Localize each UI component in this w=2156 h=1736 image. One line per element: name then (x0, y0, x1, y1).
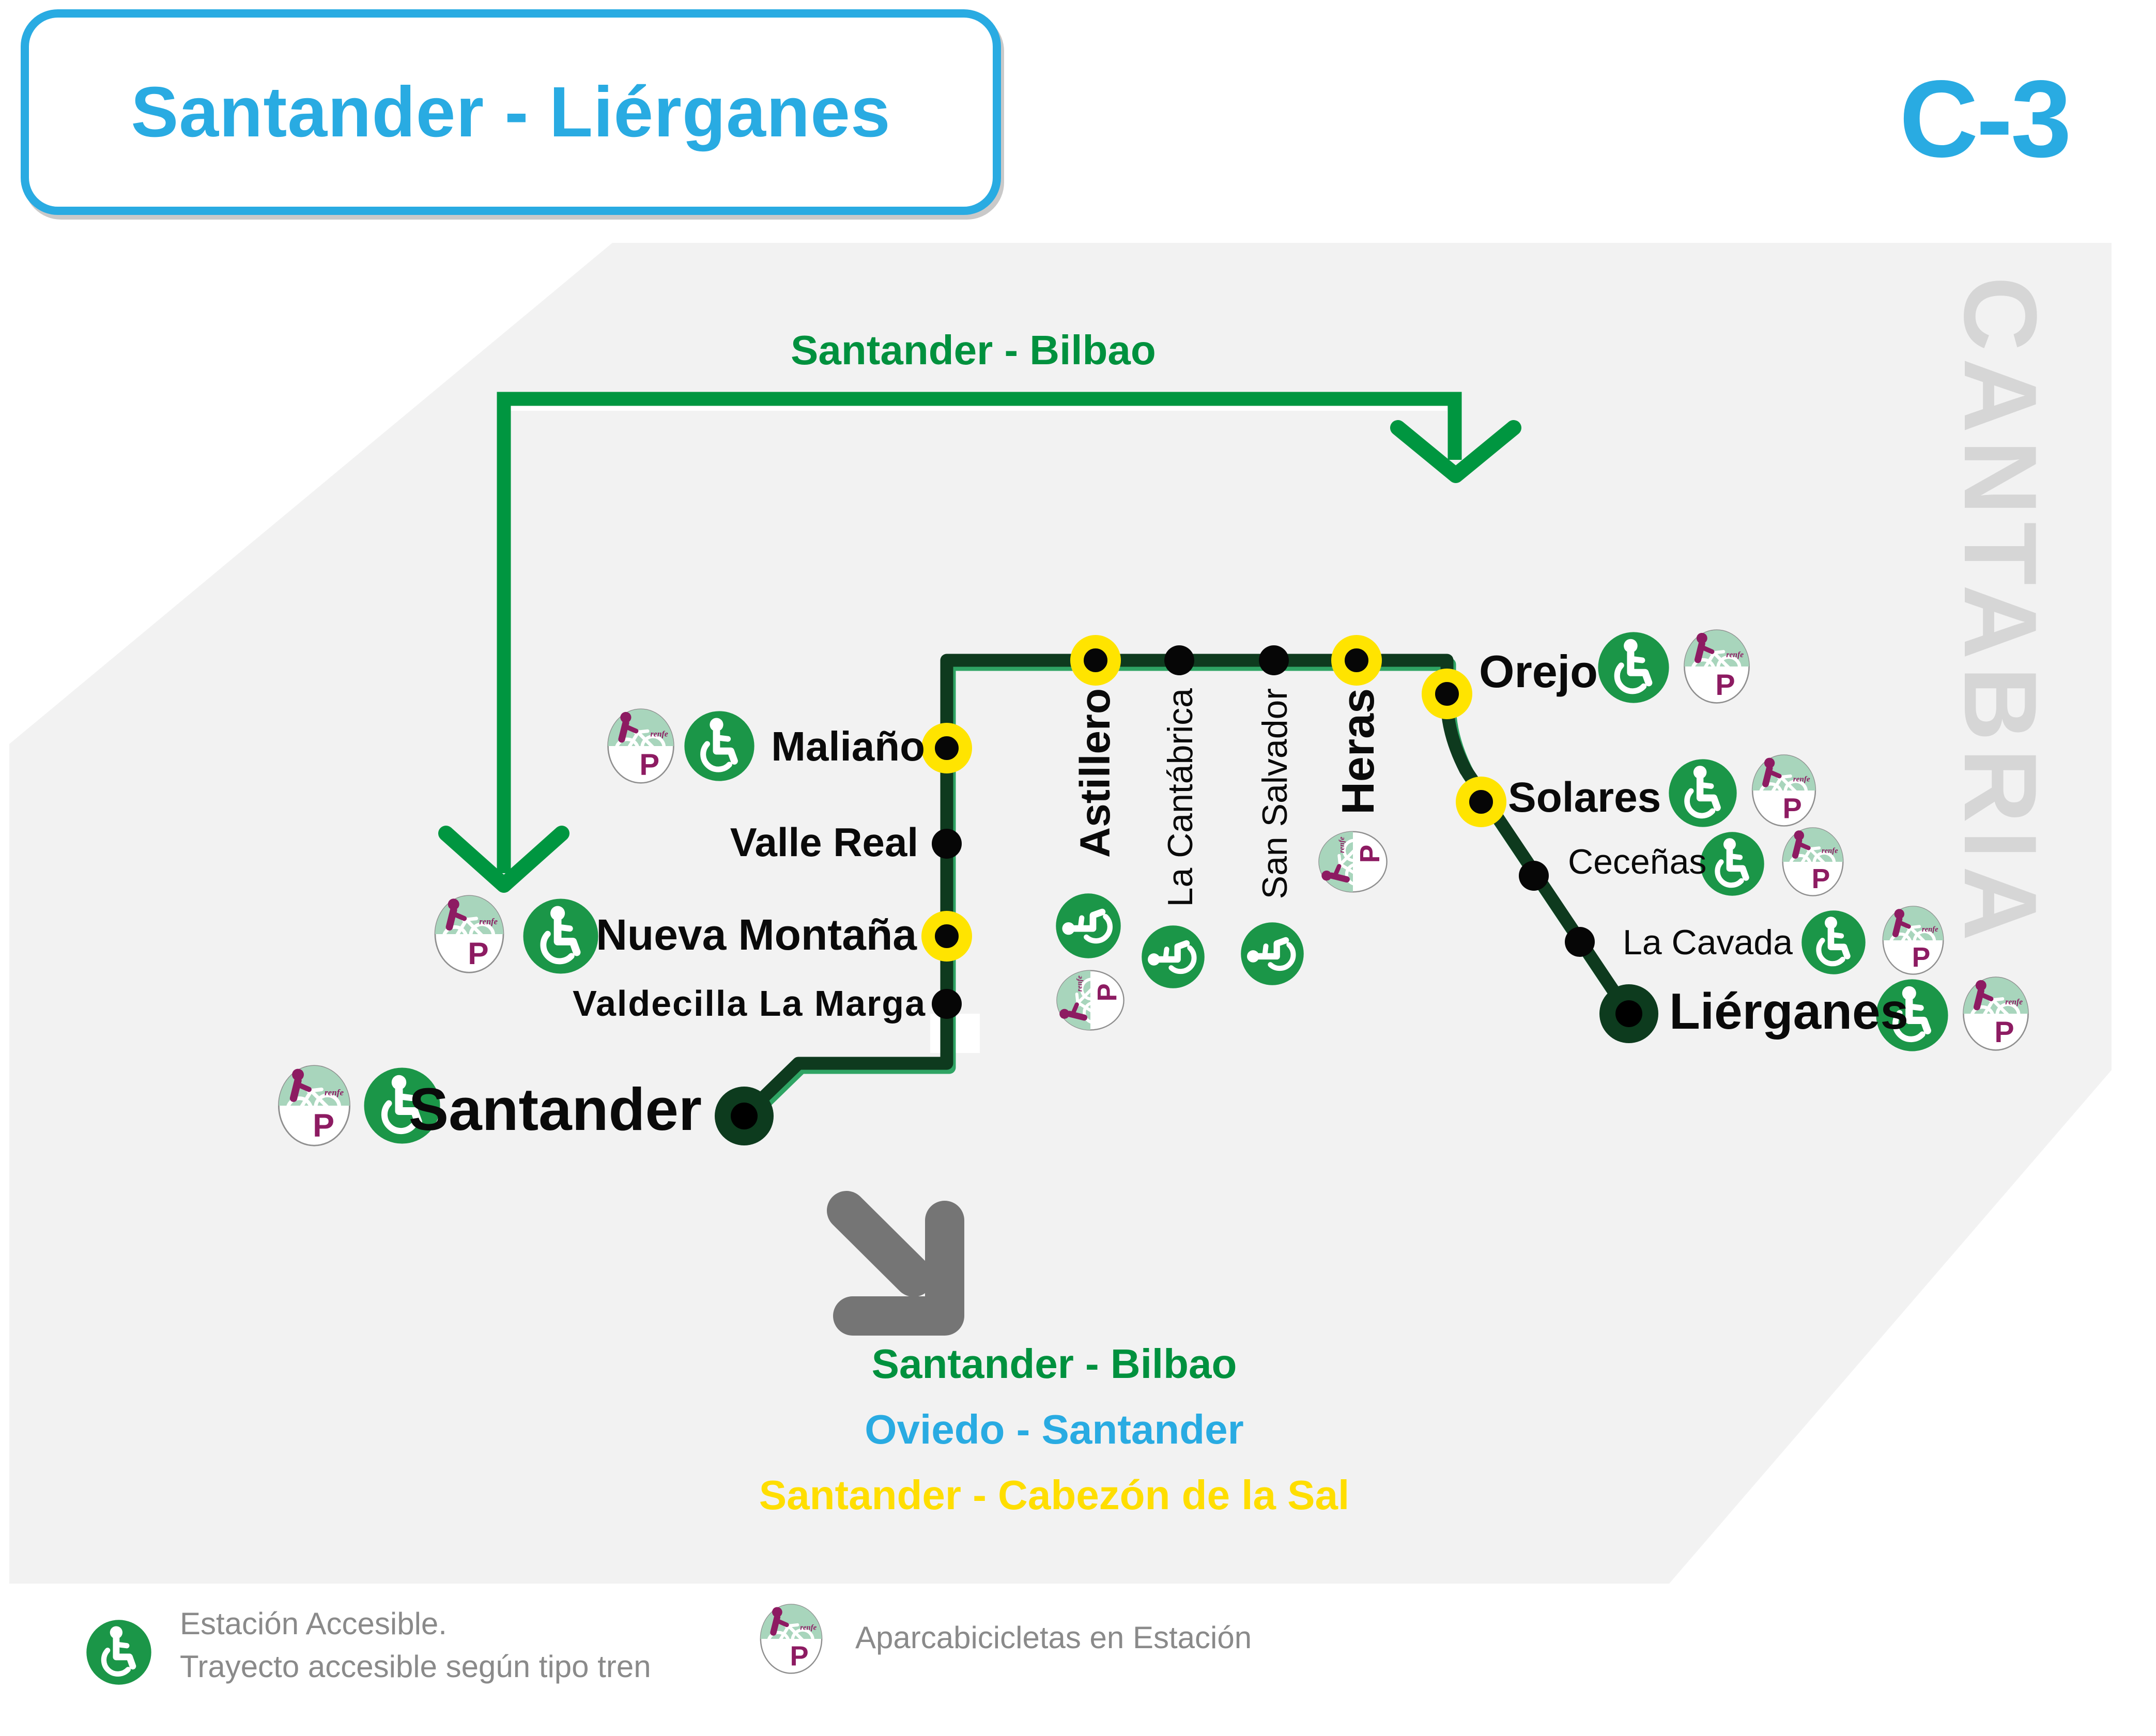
station-marker-interchange (921, 723, 972, 773)
station-label: San Salvador (1255, 688, 1295, 900)
title-box: Santander - Liérganes (21, 9, 1001, 215)
bilbao-arrow-head-left (438, 826, 569, 893)
station-label: Valdecilla La Marga (573, 983, 926, 1024)
line-code-badge: C-3 (1899, 57, 2072, 180)
station-label: La Cantábrica (1161, 688, 1200, 907)
station-label: Valle Real (730, 819, 918, 865)
station-label: La Cavada (1623, 923, 1793, 962)
station-label: Maliaño (771, 723, 925, 769)
station-marker-interchange (1456, 777, 1506, 827)
bike-parking-icon (1683, 629, 1751, 704)
station-marker-interchange (1070, 635, 1121, 686)
station-marker (1519, 861, 1549, 891)
station-label: Liérganes (1669, 983, 1908, 1040)
accessible-station-legend-icon (86, 1619, 152, 1685)
station-marker-interchange (921, 911, 972, 962)
station-label: Orejo (1479, 646, 1598, 697)
station-marker-interchange (1331, 635, 1382, 686)
bike-parking-legend-icon (759, 1603, 823, 1675)
bilbao-arrow-shaft (497, 392, 1462, 873)
station-label: Ceceñas (1568, 842, 1707, 881)
bike-parking-icon (606, 708, 675, 784)
station-label: Astillero (1072, 688, 1119, 858)
bike-parking-icon (1962, 976, 2030, 1051)
station-marker-terminal (1599, 984, 1658, 1043)
connection-santander-cabezon: Santander - Cabezón de la Sal (759, 1472, 1350, 1518)
accessible-icon (1141, 925, 1205, 989)
connection-label-bilbao: Santander - Bilbao (791, 327, 1156, 373)
accessible-icon (1240, 922, 1304, 986)
transfer-arrow-icon (827, 1191, 964, 1336)
station-marker (932, 829, 962, 859)
bike-parking-icon (1056, 969, 1125, 1032)
connection-santander-bilbao: Santander - Bilbao (871, 1341, 1237, 1387)
accessible-icon (1700, 831, 1765, 896)
station-marker (1565, 927, 1595, 957)
station-marker (1164, 645, 1194, 675)
station-label: Heras (1332, 688, 1383, 815)
bilbao-arrow-head-right (1390, 420, 1521, 483)
bike-parking-icon (1751, 754, 1817, 827)
accessible-icon (684, 710, 755, 782)
station-label: Solares (1508, 774, 1661, 821)
page-title: Santander - Liérganes (131, 72, 891, 152)
accessible-icon (1801, 910, 1866, 975)
bike-parking-icon (433, 894, 505, 974)
bottom-connections: Santander - Bilbao Oviedo - Santander Sa… (646, 1343, 1462, 1540)
bike-parking-icon (1318, 830, 1388, 894)
bike-parking-icon (276, 1064, 352, 1147)
accessible-icon (522, 898, 599, 974)
station-marker-terminal (715, 1087, 774, 1145)
station-label: Santander (408, 1076, 702, 1143)
bike-parking-icon (1882, 905, 1945, 975)
station-marker (1259, 645, 1289, 675)
accessible-icon (1055, 893, 1121, 959)
legend-bike-parking: Aparcabicicletas en Estación (855, 1620, 1252, 1655)
station-label: Nueva Montaña (596, 910, 917, 959)
legend-accessible-line1: Estación Accesible. (180, 1606, 447, 1641)
bike-parking-icon (1781, 827, 1844, 897)
legend-accessible-line2: Trayecto accesible según tipo tren (180, 1649, 651, 1684)
station-marker-interchange (1422, 669, 1472, 719)
station-marker (932, 989, 962, 1019)
connection-oviedo-santander: Oviedo - Santander (865, 1406, 1244, 1452)
accessible-icon (1597, 631, 1670, 704)
accessible-icon (1668, 758, 1737, 828)
